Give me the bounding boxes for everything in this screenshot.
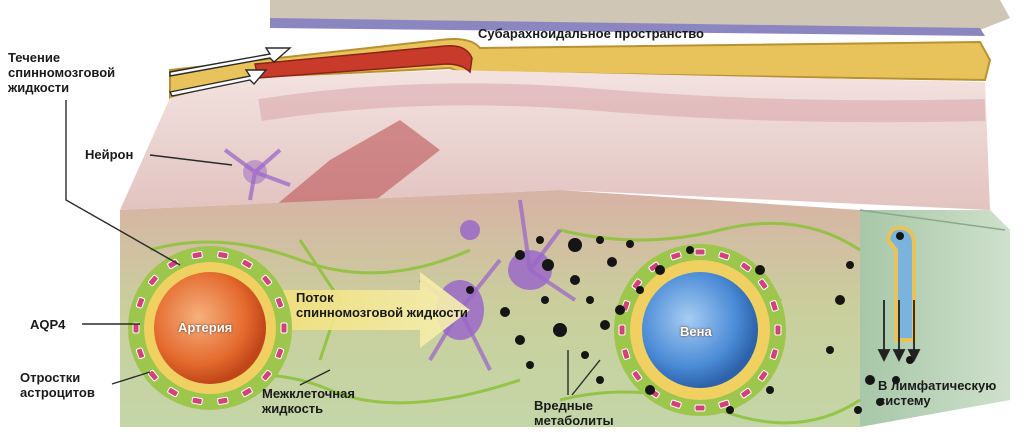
aqp4-channel — [217, 397, 228, 405]
csf-flow-label: Течение спинномозговой жидкости — [8, 50, 115, 95]
waste-dot — [526, 361, 534, 369]
waste-dot — [846, 261, 854, 269]
waste-dot — [626, 240, 634, 248]
astrocyte-label: Отростки астроцитов — [20, 370, 95, 400]
waste-dot — [686, 246, 694, 254]
aqp4-label: AQP4 — [30, 317, 65, 332]
vein-label: Вена — [680, 324, 712, 339]
waste-dot — [615, 305, 625, 315]
subarachnoid-label: Субарахноидальное пространство — [478, 26, 704, 41]
artery-label: Артерия — [178, 320, 232, 335]
waste-dot — [854, 406, 862, 414]
aqp4-channel — [695, 249, 705, 255]
waste-dot — [645, 385, 655, 395]
interstitial-label: Межклеточная жидкость — [262, 386, 355, 416]
waste-dot — [581, 351, 589, 359]
waste-dot — [607, 257, 617, 267]
aqp4-channel — [192, 397, 203, 405]
waste-dot — [500, 307, 510, 317]
waste-dot — [865, 375, 875, 385]
waste-dot — [596, 376, 604, 384]
aqp4-channel — [695, 405, 705, 411]
waste-dot — [826, 346, 834, 354]
waste-dot — [570, 275, 580, 285]
aqp4-channel — [775, 325, 781, 335]
waste-dot — [726, 406, 734, 414]
csf-stream-label: Поток спинномозговой жидкости — [296, 290, 468, 320]
waste-dot — [766, 386, 774, 394]
waste-dot — [600, 320, 610, 330]
waste-dot — [515, 335, 525, 345]
aqp4-channel — [217, 251, 228, 259]
aqp4-channel — [619, 325, 625, 335]
waste-dot — [596, 236, 604, 244]
aqp4-channel — [281, 323, 287, 333]
waste-dot — [835, 295, 845, 305]
waste-dot — [515, 250, 525, 260]
waste-dot — [896, 232, 904, 240]
waste-dot — [755, 265, 765, 275]
waste-dot — [586, 296, 594, 304]
waste-dot — [553, 323, 567, 337]
waste-dot — [636, 286, 644, 294]
waste-dot — [541, 296, 549, 304]
aqp4-channel — [192, 251, 203, 259]
metabolites-label: Вредные метаболиты — [534, 398, 614, 428]
waste-dot — [536, 236, 544, 244]
neuron-label: Нейрон — [85, 147, 133, 162]
waste-dot — [568, 238, 582, 252]
waste-dot — [655, 265, 665, 275]
lymph-label: В лимфатическую систему — [878, 378, 996, 408]
waste-dot — [542, 259, 554, 271]
